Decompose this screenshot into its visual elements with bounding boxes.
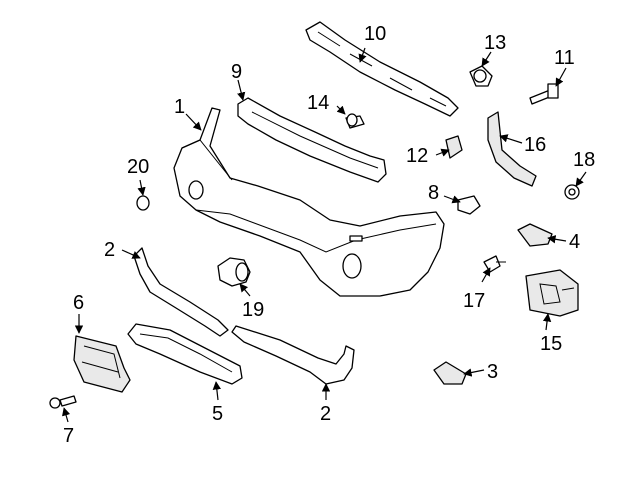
part-7-screw (49, 395, 77, 409)
callout-8: 8 (428, 182, 439, 204)
part-20-plug (136, 195, 150, 211)
callout-2-left: 2 (104, 239, 115, 261)
leader-lines (62, 47, 587, 423)
part-12-bracket (445, 135, 463, 159)
callout-9: 9 (231, 61, 242, 83)
part-16-side-bracket (487, 111, 537, 187)
callout-3: 3 (487, 361, 498, 383)
part-13-clip (469, 65, 493, 87)
part-9-energy-absorber (237, 97, 387, 183)
part-2-lower-molding-right (231, 325, 355, 385)
part-1-bumper-cover (173, 107, 445, 297)
callout-13: 13 (484, 32, 506, 54)
part-19-fog-lamp (217, 257, 251, 287)
callout-18: 18 (573, 149, 595, 171)
callout-12: 12 (406, 145, 428, 167)
part-4-bracket (517, 223, 553, 247)
part-6-license-bracket (73, 335, 131, 393)
callout-14: 14 (307, 92, 329, 114)
callout-2-right: 2 (320, 403, 331, 425)
callout-5: 5 (212, 403, 223, 425)
callout-16: 16 (524, 134, 546, 156)
callout-1: 1 (174, 96, 185, 118)
part-14-screw (345, 113, 365, 129)
callout-20: 20 (127, 156, 149, 178)
part-17-screw (483, 255, 506, 273)
callout-15: 15 (540, 333, 562, 355)
part-11-bolt (529, 83, 559, 105)
part-8-retainer (457, 195, 481, 215)
part-3-bracket (433, 361, 467, 385)
part-2-lower-molding-left (133, 247, 229, 337)
part-5-lower-grille (127, 323, 243, 385)
callout-11: 11 (554, 47, 575, 69)
callout-10: 10 (364, 23, 386, 45)
part-18-grommet (564, 184, 580, 200)
part-15-bracket (525, 269, 579, 317)
callout-4: 4 (569, 231, 580, 253)
callout-19: 19 (242, 299, 264, 321)
callout-17: 17 (463, 290, 485, 312)
callout-6: 6 (73, 292, 84, 314)
callout-7: 7 (63, 425, 74, 447)
